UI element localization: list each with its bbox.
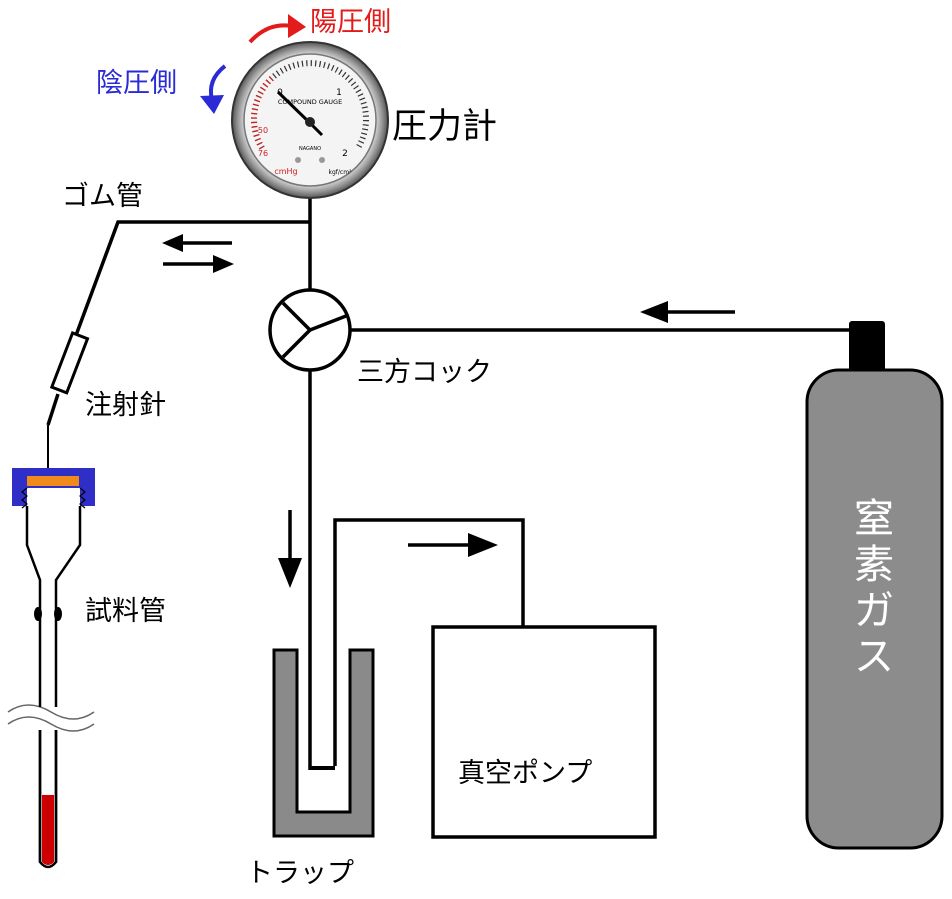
pressure-gauge-label: 圧力計 [392, 107, 497, 147]
tube-cap [12, 468, 95, 506]
gauge-unit-right: kgf/cm² [329, 169, 353, 176]
nitrogen-gas-char: 窒 [854, 496, 894, 542]
negative-arrow-icon [208, 64, 227, 101]
nitrogen-gas-char: ス [854, 634, 894, 680]
cold-trap [272, 648, 375, 838]
gauge-tick-1: 1 [336, 88, 342, 98]
three-way-cock-label: 三方コック [357, 357, 492, 388]
nitrogen-gas-label: 窒 素 ガ ス [854, 496, 894, 680]
syringe-needle-label: 注射針 [85, 390, 166, 421]
break-mark [7, 704, 95, 732]
tube-threads [21, 487, 86, 509]
rubber-tube-line [73, 220, 310, 339]
sample-liquid [42, 795, 54, 865]
nitrogen-gas-char: ガ [854, 588, 894, 634]
positive-arrow-icon [248, 23, 293, 44]
pressure-gauge: COMPOUND GAUGE NAGANO 0 1 2 50 76 cmHg k… [231, 41, 389, 199]
three-way-cock [268, 288, 352, 372]
positive-side-label: 陽圧側 [310, 7, 391, 38]
gauge-face-title: COMPOUND GAUGE [278, 98, 342, 106]
trap-to-pump-line [333, 518, 525, 766]
rubber-tube-label: ゴム管 [62, 181, 143, 212]
flow-arrows [162, 234, 735, 588]
vacuum-pump-label: 真空ポンプ [458, 758, 592, 789]
sample-tube [7, 468, 95, 869]
syringe-needle [49, 331, 90, 395]
sample-tube-label: 試料管 [85, 596, 166, 627]
nitrogen-gas-char: 素 [854, 542, 894, 588]
needle-to-cap-line [46, 393, 60, 426]
tubing-lines [46, 190, 865, 770]
negative-side-label: 陰圧側 [96, 68, 177, 99]
gauge-unit-left: cmHg [274, 167, 297, 176]
gauge-tick-2: 2 [342, 149, 348, 159]
trap-label: トラップ [246, 858, 354, 889]
septum [27, 476, 79, 486]
gauge-tick-76: 76 [258, 149, 268, 158]
nitrogen-cylinder [805, 321, 944, 850]
gauge-brand: NAGANO [299, 146, 321, 152]
gauge-tick-50: 50 [258, 126, 268, 135]
vacuum-pump-box [431, 625, 657, 839]
